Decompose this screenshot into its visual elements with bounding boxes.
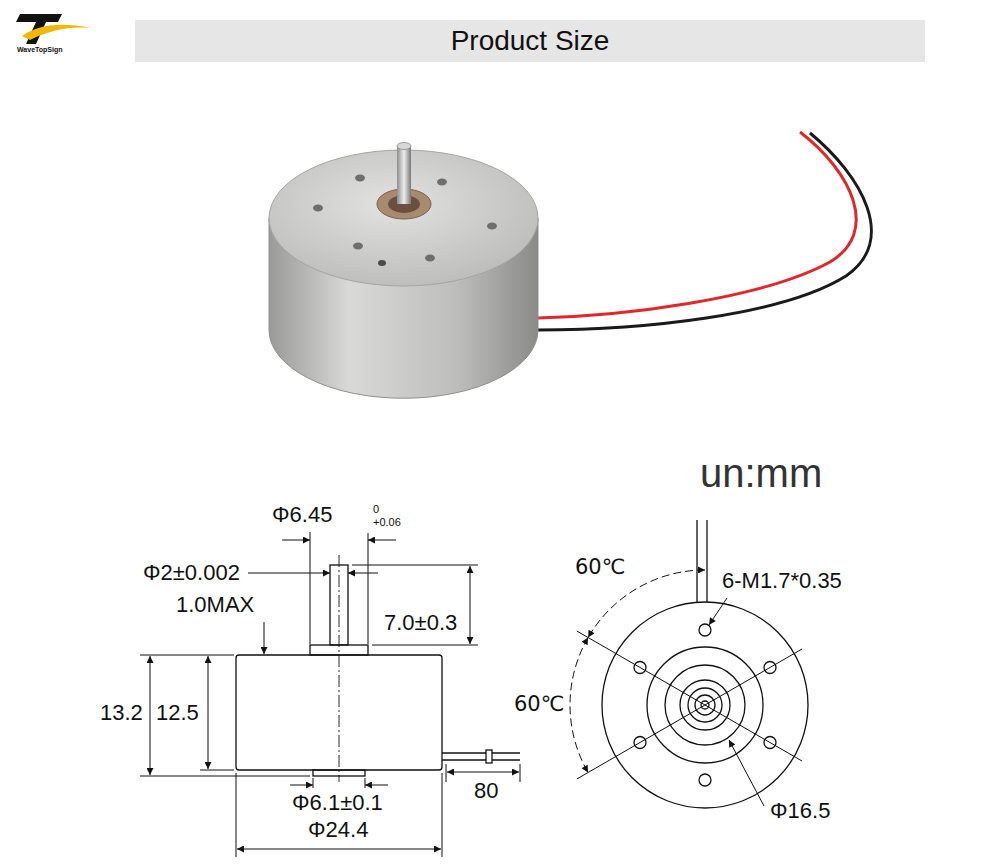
black-wire bbox=[538, 133, 871, 330]
dimension-text: Φ24.4 bbox=[308, 817, 368, 842]
leader-line bbox=[709, 598, 727, 625]
extension-line bbox=[368, 533, 369, 644]
dimension-line bbox=[470, 566, 471, 644]
dimension-text: 13.2 bbox=[100, 700, 143, 725]
extension-line bbox=[365, 778, 366, 788]
dimension-text: 80 bbox=[474, 778, 498, 803]
screw-hole bbox=[487, 223, 497, 230]
extension-line bbox=[310, 532, 311, 644]
screw-hole bbox=[699, 774, 711, 786]
thread-callout: 6-M1.7*0.35 bbox=[722, 568, 842, 593]
angle-text: 60℃ bbox=[514, 692, 564, 716]
angle-text: 60℃ bbox=[575, 555, 625, 579]
vent-hole bbox=[378, 260, 386, 266]
red-wire bbox=[538, 132, 856, 318]
dimension-text: Φ16.5 bbox=[770, 798, 830, 823]
wire-sleeve bbox=[486, 750, 492, 763]
wire bbox=[696, 520, 697, 603]
tolerance-text: +0.06 bbox=[373, 516, 401, 529]
leader-line bbox=[729, 740, 764, 806]
wire bbox=[442, 759, 520, 760]
extension-line bbox=[352, 565, 478, 566]
logo-swoosh bbox=[22, 25, 92, 40]
extension-line bbox=[442, 773, 443, 857]
side-view bbox=[236, 555, 520, 782]
extension-line bbox=[140, 655, 234, 656]
dimension-text: Φ6.1±0.1 bbox=[292, 790, 383, 815]
dimension-arrow bbox=[264, 622, 265, 654]
extension-line bbox=[313, 778, 314, 788]
dimension-line bbox=[248, 573, 330, 574]
dimension-text: 7.0±0.3 bbox=[384, 610, 457, 635]
dimension-line bbox=[237, 849, 441, 850]
dimension-line bbox=[447, 772, 519, 773]
angle-arc bbox=[570, 638, 588, 773]
extension-line bbox=[446, 764, 447, 782]
dimension-text: Φ2±0.002 bbox=[143, 560, 240, 585]
extension-line bbox=[372, 645, 478, 646]
screw-hole bbox=[699, 624, 711, 636]
wire bbox=[706, 520, 707, 603]
logo-text: WaveTopSign bbox=[17, 46, 63, 54]
angle-arc bbox=[588, 570, 705, 638]
front-view bbox=[602, 520, 808, 808]
wire bbox=[442, 752, 520, 753]
shaft-tip bbox=[397, 143, 411, 150]
dimension-line bbox=[150, 656, 151, 775]
screw-hole bbox=[425, 255, 435, 262]
logo bbox=[16, 14, 92, 44]
center-line bbox=[577, 631, 802, 761]
side-dimensions bbox=[140, 532, 520, 857]
dimension-text: Φ6.45 bbox=[272, 502, 332, 527]
dimension-line bbox=[208, 656, 209, 769]
center-line bbox=[577, 649, 802, 779]
extension-line bbox=[200, 770, 234, 771]
screw-hole bbox=[313, 205, 323, 212]
dimension-line bbox=[368, 540, 396, 541]
screw-hole bbox=[355, 175, 365, 182]
motor-photo bbox=[269, 132, 871, 398]
dimension-line bbox=[290, 785, 313, 786]
housing-outline bbox=[236, 655, 442, 770]
dimension-line bbox=[365, 785, 388, 786]
dimension-text: 12.5 bbox=[156, 700, 199, 725]
extension-line bbox=[140, 776, 310, 777]
dimension-line bbox=[348, 573, 378, 574]
screw-hole bbox=[353, 243, 363, 250]
front-dimensions bbox=[570, 570, 802, 806]
dimension-text: 1.0MAX bbox=[176, 592, 254, 617]
dimension-line bbox=[282, 540, 310, 541]
tolerance-text: 0 bbox=[373, 503, 379, 516]
screw-hole bbox=[437, 179, 447, 186]
title-band: Product Size bbox=[135, 20, 925, 62]
center-line bbox=[339, 555, 340, 782]
extension-line bbox=[520, 764, 521, 782]
shaft bbox=[397, 146, 411, 204]
unit-note: un:mm bbox=[700, 450, 822, 496]
extension-line bbox=[236, 773, 237, 857]
